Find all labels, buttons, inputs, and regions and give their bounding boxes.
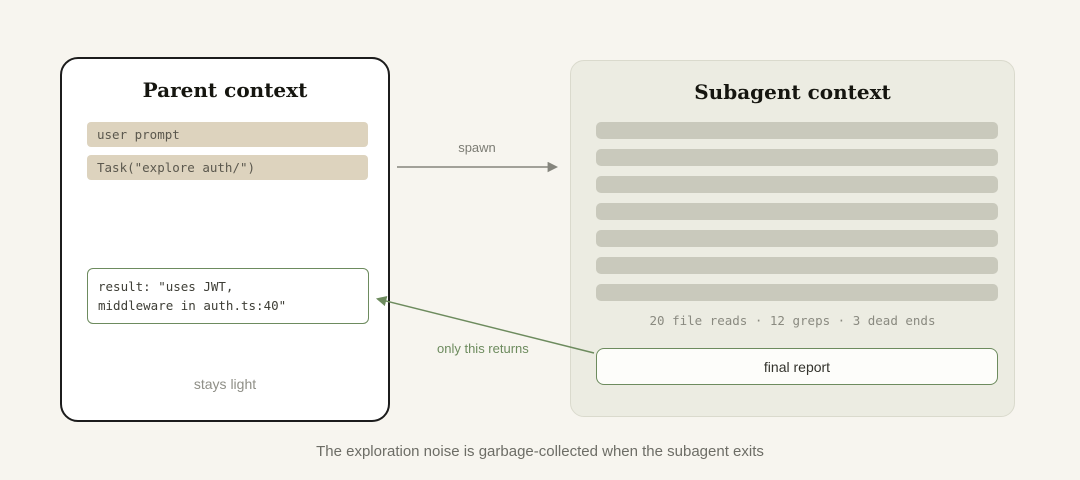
- user-prompt-pill: user prompt: [87, 122, 368, 147]
- return-arrow-label: only this returns: [437, 341, 529, 356]
- result-line-1: result: "uses JWT,: [98, 279, 234, 294]
- subagent-context-box: Subagent context 20 file reads · 12 grep…: [570, 60, 1015, 417]
- redacted-line: [596, 257, 998, 274]
- result-box: result: "uses JWT, middleware in auth.ts…: [87, 268, 369, 324]
- redacted-line: [596, 149, 998, 166]
- exploration-stats: 20 file reads · 12 greps · 3 dead ends: [649, 313, 936, 328]
- redacted-line: [596, 176, 998, 193]
- redacted-line: [596, 284, 998, 301]
- result-line-2: middleware in auth.ts:40": [98, 298, 287, 313]
- user-prompt-label: user prompt: [97, 127, 180, 142]
- redacted-line: [596, 122, 998, 139]
- redacted-line: [596, 203, 998, 220]
- task-call-label: Task("explore auth/"): [97, 160, 256, 175]
- redacted-lines: [596, 122, 998, 311]
- task-call-pill: Task("explore auth/"): [87, 155, 368, 180]
- final-report-label: final report: [763, 358, 831, 375]
- caption: The exploration noise is garbage-collect…: [316, 443, 764, 460]
- subagent-context-title: Subagent context: [694, 80, 891, 104]
- final-report-box: final report: [596, 348, 998, 385]
- redacted-line: [596, 230, 998, 247]
- parent-context-box: Parent context user prompt Task("explore…: [60, 57, 390, 422]
- parent-context-title: Parent context: [142, 78, 308, 102]
- spawn-arrow-label: spawn: [458, 140, 496, 155]
- stays-light-note: stays light: [193, 376, 257, 392]
